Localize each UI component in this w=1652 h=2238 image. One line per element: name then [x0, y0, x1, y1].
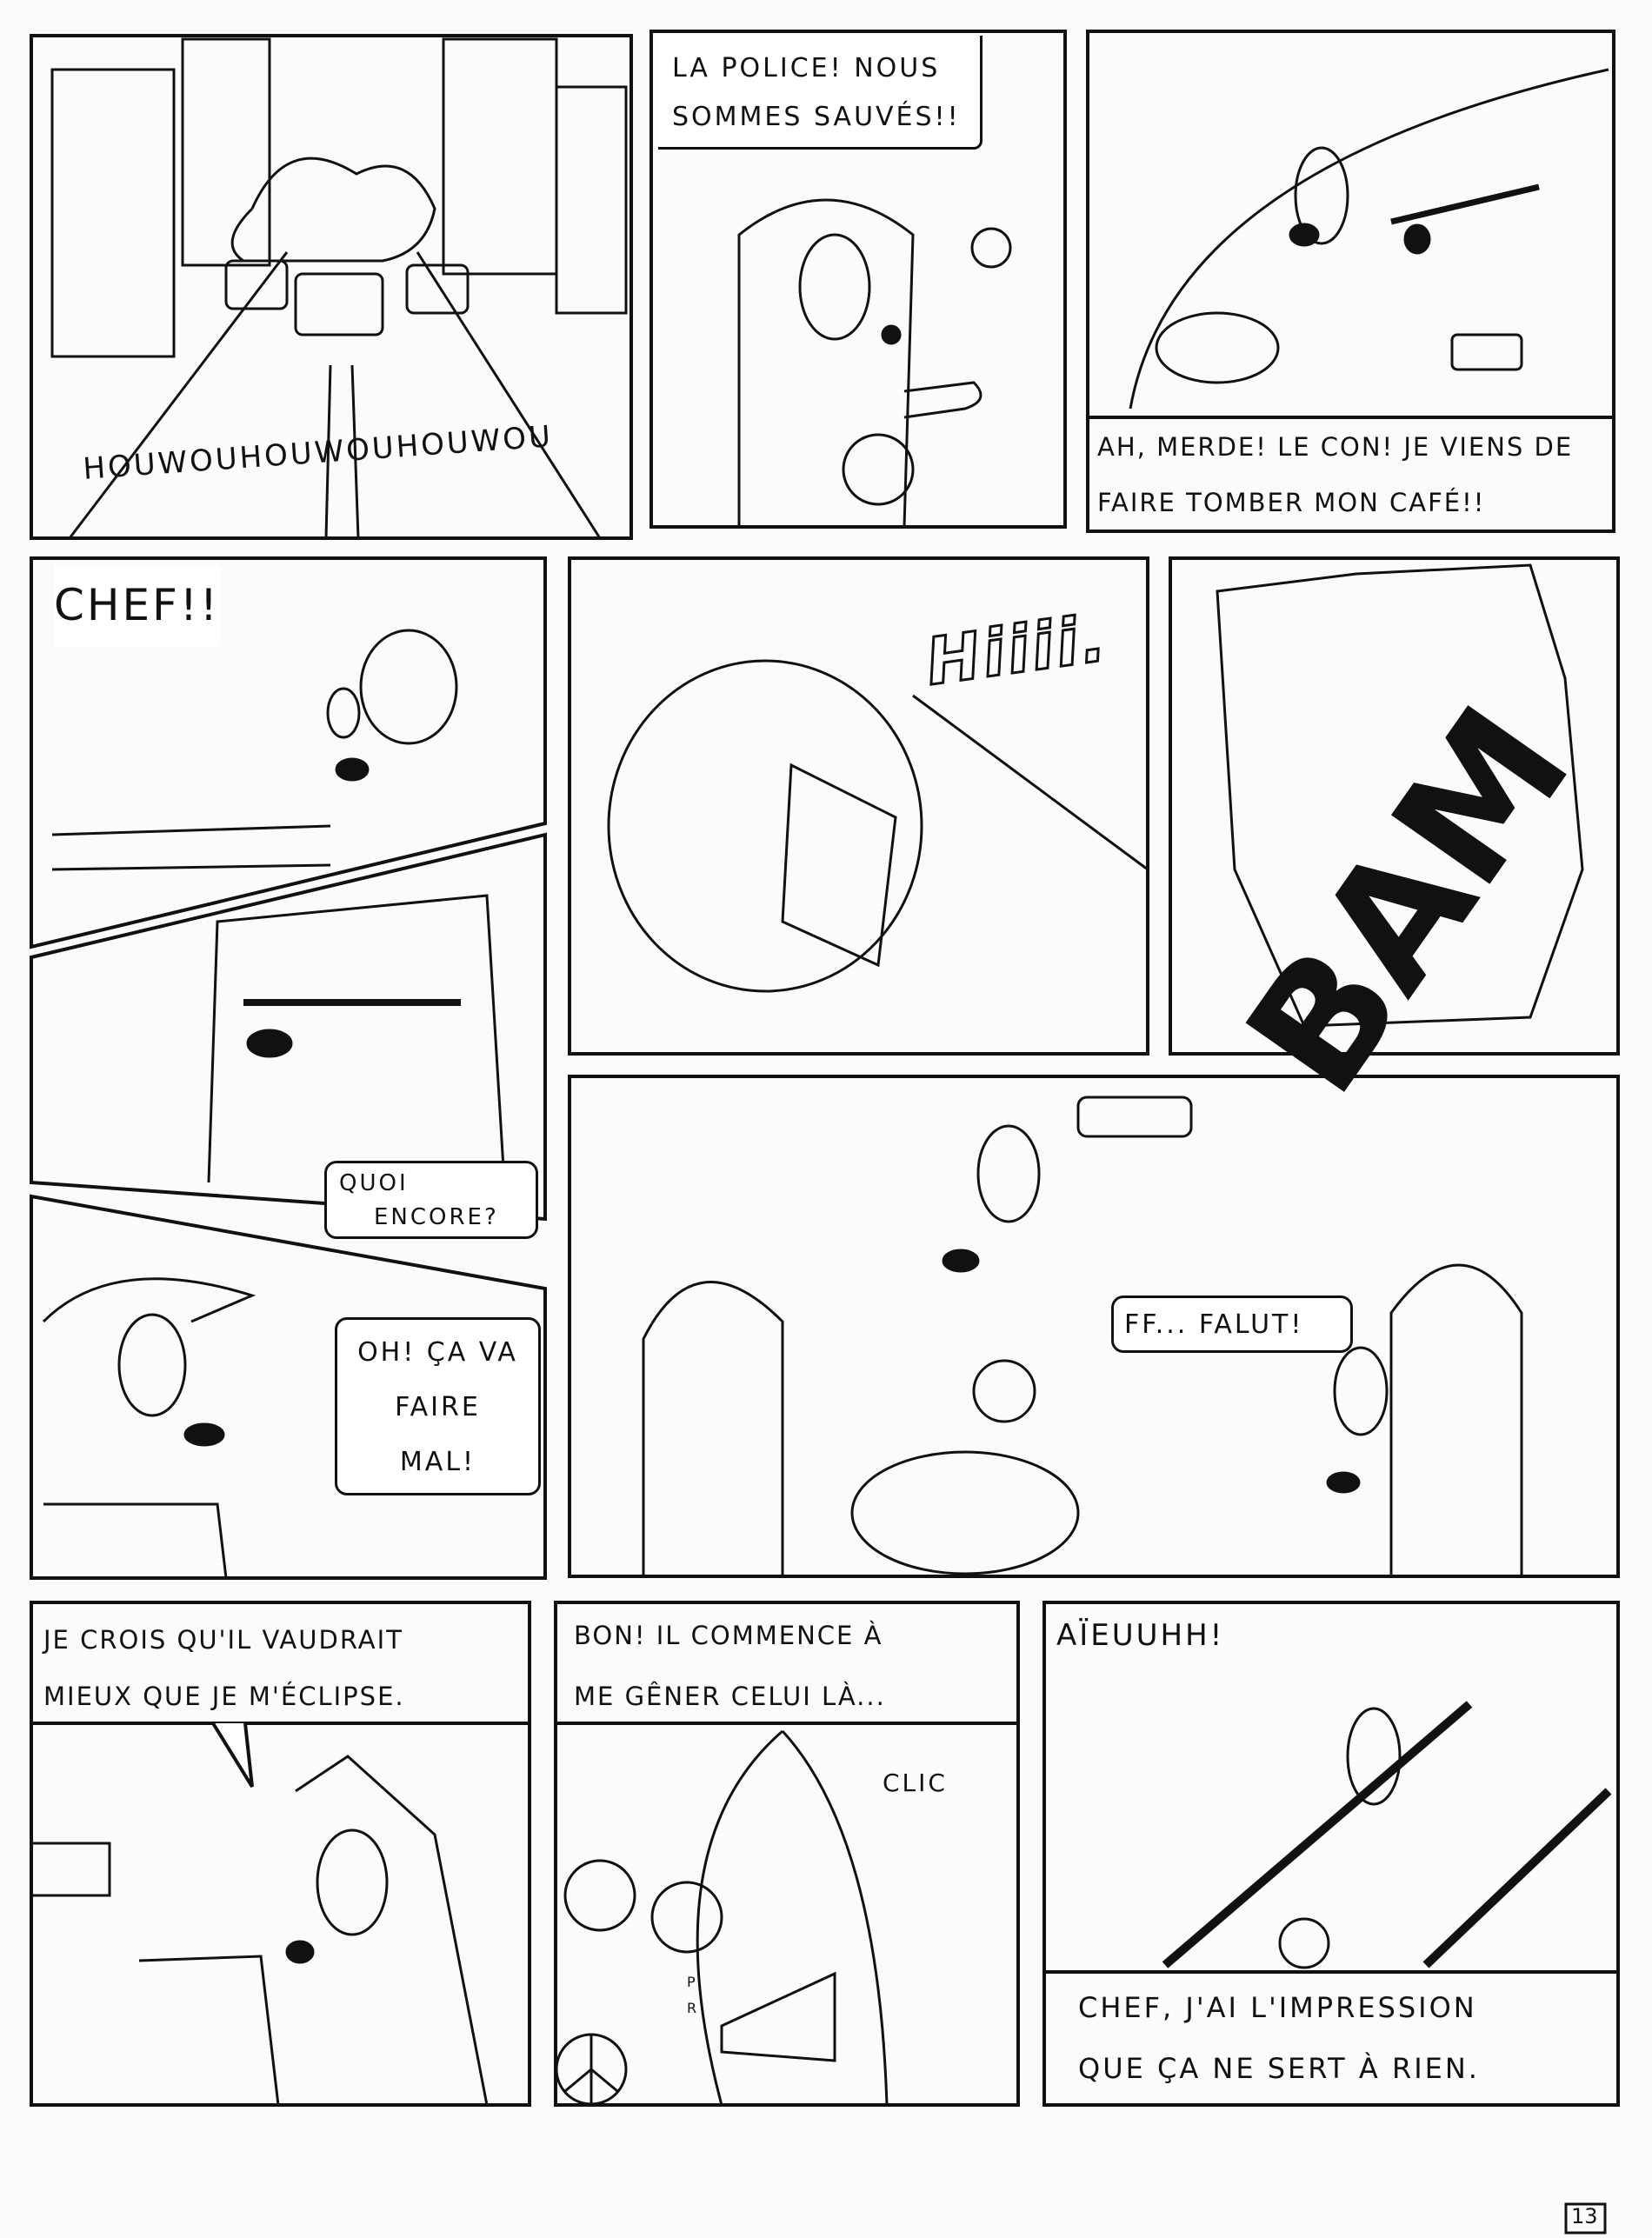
caption-gener-line-1: BON! IL COMMENCE À [574, 1621, 883, 1650]
panel-3-drawing [1129, 68, 1609, 410]
shout-balloon-aieuuhh: AÏEUUHH! [1056, 1618, 1225, 1653]
panel-9-car-interior [568, 1075, 1620, 1578]
panel-4-chef [30, 556, 547, 949]
panel-8-bam [1169, 556, 1620, 1056]
panel-3-driver [1086, 30, 1615, 533]
panel-1-city-street [30, 34, 633, 540]
shout-balloon-chef: CHEF!! [54, 565, 220, 646]
caption-impression-line-2: QUE ÇA NE SERT À RIEN. [1078, 2052, 1480, 2085]
panel-7-tire [568, 556, 1149, 1056]
balloon-line-3: MAL! [399, 1447, 476, 1477]
balloon-line-1: OH! ÇA VA [357, 1337, 518, 1368]
caption-eclipse-line-2: MIEUX QUE JE M'ÉCLIPSE. [43, 1682, 405, 1711]
caption-cafe-line-2: FAIRE TOMBER MON CAFÉ!! [1097, 488, 1486, 517]
panel-10-drawing [30, 1755, 489, 2106]
sfx-clic: CLIC [883, 1768, 948, 1797]
panel-11-dashboard [554, 1601, 1020, 2107]
panel-11-drawing [555, 1729, 889, 2106]
panel-5-boss [30, 832, 547, 1222]
panel-5-drawing [207, 894, 506, 1183]
panel-9-drawing [642, 1096, 1523, 1576]
balloon-line-2: SOMMES SAUVÉS!! [672, 101, 961, 132]
caption-impression-line-1: CHEF, J'AI L'IMPRESSION [1078, 1991, 1477, 2024]
panel-12-drawing [1162, 1701, 1612, 1969]
lever-label-r: R [687, 2000, 700, 2016]
speech-balloon-ca-va-faire-mal: OH! ÇA VA FAIRE MAL! [335, 1317, 541, 1495]
page-number-box [1564, 2202, 1607, 2235]
balloon-line-1: QUOI [339, 1170, 409, 1196]
speech-balloon-quoi-encore: QUOI ENCORE? [324, 1161, 538, 1239]
panel-2-character [649, 30, 1067, 529]
balloon-line-2: ENCORE? [374, 1204, 499, 1230]
balloon-text: FF... FALUT! [1124, 1309, 1304, 1340]
caption-cafe-line-1: AH, MERDE! LE CON! JE VIENS DE [1097, 432, 1574, 462]
caption-eclipse-line-1: JE CROIS QU'IL VAUDRAIT [43, 1625, 403, 1655]
panel-7-drawing [607, 659, 1149, 993]
panel-6-drawing [42, 1277, 256, 1579]
sfx-screech: Hiiii. [920, 599, 1113, 701]
speech-balloon-falut: FF... FALUT! [1111, 1296, 1353, 1353]
panel-2-drawing [737, 198, 1012, 528]
speech-balloon-police: LA POLICE! NOUS SOMMES SAUVÉS!! [658, 36, 983, 150]
lever-label-p: P [687, 1974, 698, 1990]
panel-8-drawing [1216, 563, 1584, 1028]
caption-gener-line-2: ME GÊNER CELUI LÀ... [574, 1682, 886, 1711]
balloon-line-2: FAIRE [395, 1392, 481, 1422]
panel-4-drawing [51, 629, 458, 871]
balloon-line-1: LA POLICE! NOUS [672, 53, 941, 83]
panel-12-wipers [1042, 1601, 1620, 2107]
panel-1-drawing [50, 37, 628, 539]
page-number: 13 [1571, 2204, 1598, 2228]
panel-6-driver [30, 1194, 547, 1580]
